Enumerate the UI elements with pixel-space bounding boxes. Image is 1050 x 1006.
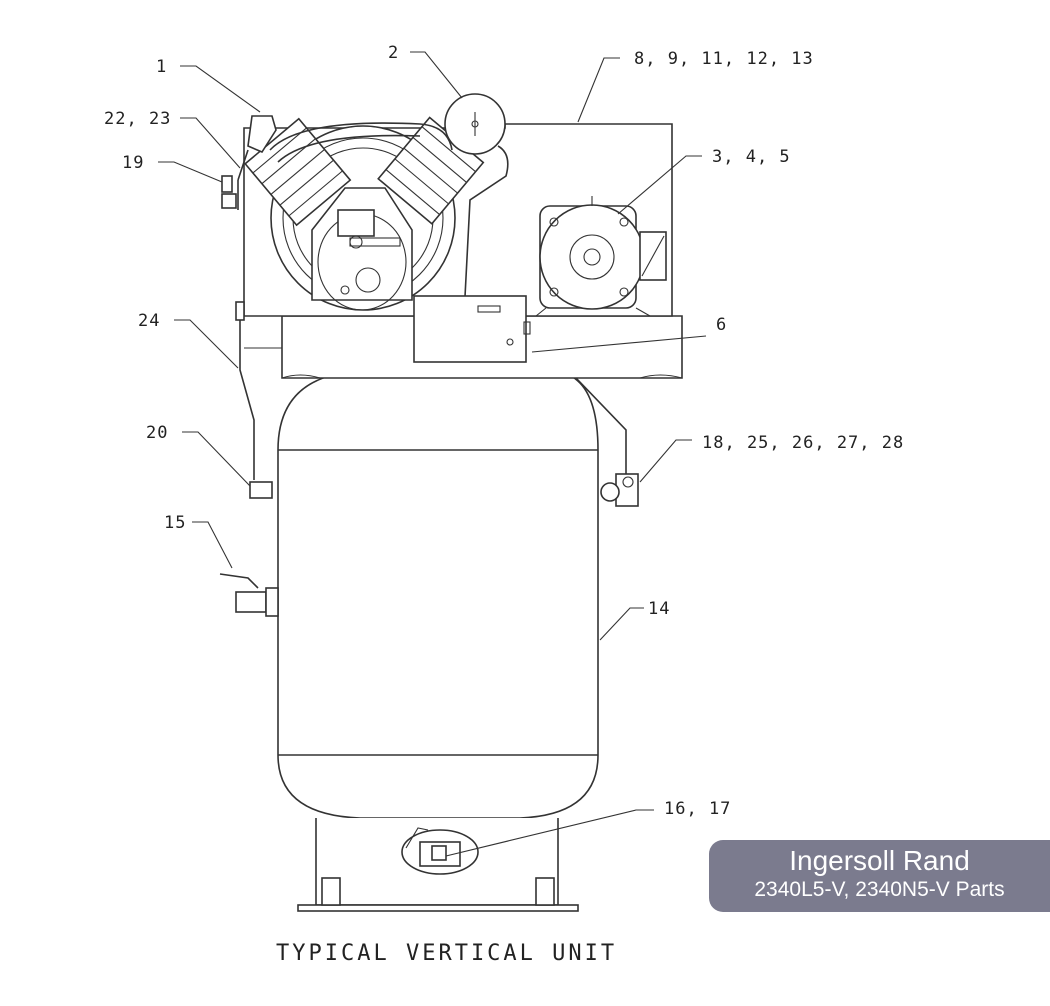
callout-20: 20: [146, 423, 168, 443]
safety-valve: [237, 115, 277, 210]
product-badge: Ingersoll Rand 2340L5-V, 2340N5-V Parts: [709, 840, 1050, 912]
service-valve: [219, 573, 279, 617]
compressor-pump: [244, 116, 485, 311]
air-tank: [277, 371, 599, 819]
callout-24: 24: [138, 311, 160, 331]
callout-19: 19: [122, 153, 144, 173]
callout-8-9-11-12-13: 8, 9, 11, 12, 13: [634, 49, 814, 69]
callout-22-23: 22, 23: [104, 109, 171, 129]
leader-lines: [158, 51, 707, 857]
pressure-switch-box: [413, 295, 531, 363]
unloader-tube: [575, 377, 639, 507]
callout-6: 6: [716, 315, 727, 335]
tank-base: [297, 818, 579, 912]
discharge-tube: [235, 301, 273, 499]
callout-2: 2: [388, 43, 399, 63]
callout-18-25-26-27-28: 18, 25, 26, 27, 28: [702, 433, 904, 453]
electric-motor: [535, 196, 667, 317]
diagram-caption: TYPICAL VERTICAL UNIT: [276, 941, 617, 966]
callout-16-17: 16, 17: [664, 799, 731, 819]
intake-filter: [444, 93, 506, 155]
badge-model: 2340L5-V, 2340N5-V Parts: [754, 878, 1005, 901]
callout-15: 15: [164, 513, 186, 533]
check-fitting: [221, 175, 237, 209]
callout-14: 14: [648, 599, 670, 619]
callout-1: 1: [156, 57, 167, 77]
badge-brand: Ingersoll Rand: [789, 845, 970, 876]
aftercooler-pipe: [463, 145, 509, 317]
callout-3-4-5: 3, 4, 5: [712, 147, 791, 167]
